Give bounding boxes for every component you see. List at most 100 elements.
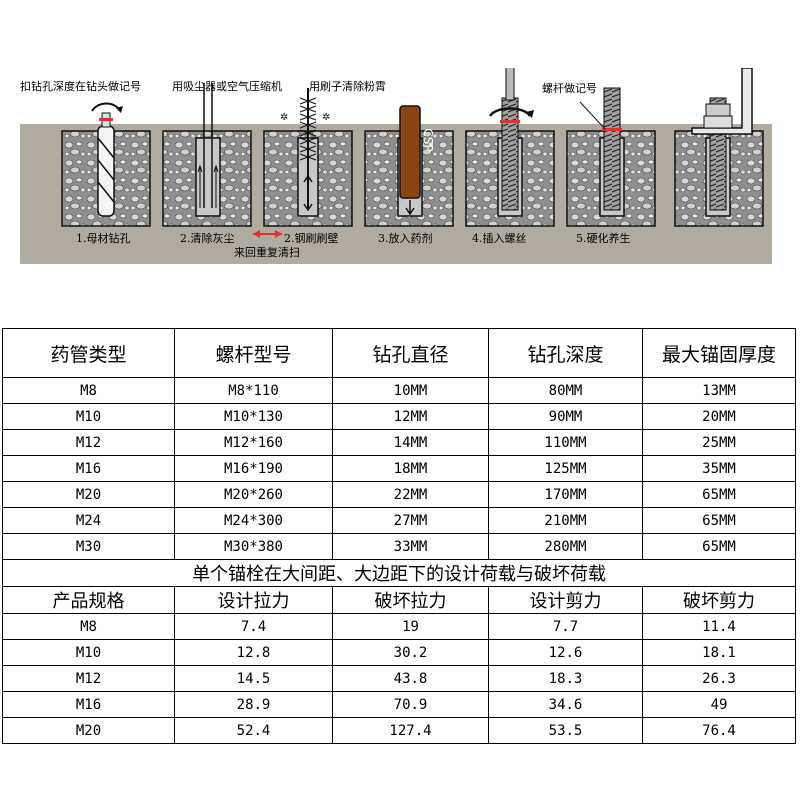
svg-text:✲: ✲ xyxy=(322,112,330,123)
table1-cell: 110MM xyxy=(488,429,643,456)
table1-cell: M24*300 xyxy=(174,507,333,534)
table1-cell: 13MM xyxy=(642,377,796,404)
table1-cell: M16 xyxy=(2,455,175,482)
table2-header-cell: 产品规格 xyxy=(2,586,175,614)
section-title-row: 单个锚栓在大间距、大边距下的设计荷载与破坏荷载 xyxy=(2,559,796,587)
step-3-label: 3.放入药剂 xyxy=(378,232,433,245)
step-2-label: 2.清除灰尘 xyxy=(180,232,235,245)
chemical-capsule-icon: CSP xyxy=(397,105,435,217)
note-blower: 用吸尘器或空气压缩机 xyxy=(172,80,282,93)
table2-cell: 18.1 xyxy=(642,639,796,666)
repeat-note: 来回重复清扫 xyxy=(234,246,300,259)
note-drill-mark: 扣钻孔深度在钻头做记号 xyxy=(20,80,141,93)
table1-cell: M20*260 xyxy=(174,481,333,508)
table1-cell: 18MM xyxy=(332,455,489,482)
table1-cell: M30 xyxy=(2,533,175,560)
table1-cell: 170MM xyxy=(488,481,643,508)
table1-cell: M12*160 xyxy=(174,429,333,456)
table2-cell: 127.4 xyxy=(332,717,489,744)
note-rod-mark: 螺杆做记号 xyxy=(542,82,597,95)
table1-cell: 125MM xyxy=(488,455,643,482)
table1-cell: 25MM xyxy=(642,429,796,456)
table1-header-row: 药管类型 螺杆型号 钻孔直径 钻孔深度 最大锚固厚度 xyxy=(2,328,796,378)
table1-cell: 90MM xyxy=(488,403,643,430)
table2-cell: 26.3 xyxy=(642,665,796,692)
table2-cell: M16 xyxy=(2,691,175,718)
note-brush: 用刷子清除粉霄 xyxy=(309,80,386,93)
table2-cell: M20 xyxy=(2,717,175,744)
table1-cell: 80MM xyxy=(488,377,643,404)
installation-diagram: ✲ ✲ CSP xyxy=(20,42,772,264)
table1-cell: 210MM xyxy=(488,507,643,534)
table1-cell: 14MM xyxy=(332,429,489,456)
table2-cell: 76.4 xyxy=(642,717,796,744)
table2-cell: 18.3 xyxy=(488,665,643,692)
step-4-label: 4.插入螺丝 xyxy=(472,232,527,245)
table1-header-cell: 药管类型 xyxy=(2,328,175,378)
installation-steps-illustration: ✲ ✲ CSP xyxy=(20,42,772,264)
table2-cell: 19 xyxy=(332,613,489,640)
drill-bit-icon xyxy=(91,102,123,217)
table2-cell: 12.6 xyxy=(488,639,643,666)
repeat-arrow-icon xyxy=(253,230,282,238)
table2-cell: 7.7 xyxy=(488,613,643,640)
table1-cell: 65MM xyxy=(642,507,796,534)
table1-cell: M16*190 xyxy=(174,455,333,482)
table1-cell: 280MM xyxy=(488,533,643,560)
table1-cell: M10 xyxy=(2,403,175,430)
table2-cell: 52.4 xyxy=(174,717,333,744)
cured-rod-icon xyxy=(579,87,625,217)
table2-header-cell: 破坏拉力 xyxy=(332,586,489,614)
capsule-label: CSP xyxy=(421,128,435,151)
table1-cell: M30*380 xyxy=(174,533,333,560)
table1-cell: 12MM xyxy=(332,403,489,430)
table1-header-cell: 最大锚固厚度 xyxy=(642,328,796,378)
fixture-plate-icon xyxy=(691,67,753,217)
table2-header-cell: 设计剪力 xyxy=(488,586,643,614)
table1-cell: 20MM xyxy=(642,403,796,430)
table2-cell: 14.5 xyxy=(174,665,333,692)
table2-cell: M10 xyxy=(2,639,175,666)
step-5-label: 5.硬化养生 xyxy=(576,232,631,245)
table2-cell: 28.9 xyxy=(174,691,333,718)
table2-cell: 49 xyxy=(642,691,796,718)
table2-cell: 34.6 xyxy=(488,691,643,718)
section-title: 单个锚栓在大间距、大边距下的设计荷载与破坏荷载 xyxy=(2,559,796,587)
table1-header-cell: 螺杆型号 xyxy=(174,328,333,378)
steel-brush-icon: ✲ ✲ xyxy=(280,88,330,217)
table1-cell: M20 xyxy=(2,481,175,508)
table1-cell: 65MM xyxy=(642,481,796,508)
table2-header-cell: 破坏剪力 xyxy=(642,586,796,614)
table1-cell: M24 xyxy=(2,507,175,534)
table2-header-cell: 设计拉力 xyxy=(174,586,333,614)
table1-cell: M10*130 xyxy=(174,403,333,430)
table2-cell: M8 xyxy=(2,613,175,640)
insert-rod-icon xyxy=(488,42,534,217)
table2-cell: 53.5 xyxy=(488,717,643,744)
table2-cell: 12.8 xyxy=(174,639,333,666)
table1-cell: 33MM xyxy=(332,533,489,560)
table1-cell: 27MM xyxy=(332,507,489,534)
table1-cell: 65MM xyxy=(642,533,796,560)
step-1-label: 1.母材钻孔 xyxy=(76,232,131,245)
table2-cell: M12 xyxy=(2,665,175,692)
table2-header-row: 产品规格设计拉力破坏拉力设计剪力破坏剪力 xyxy=(2,586,796,614)
table1-cell: M8 xyxy=(2,377,175,404)
table2-cell: 7.4 xyxy=(174,613,333,640)
table2-cell: 11.4 xyxy=(642,613,796,640)
table1-cell: 22MM xyxy=(332,481,489,508)
step-2b-label: 2.钢刷刷壁 xyxy=(284,232,339,245)
table1-cell: M8*110 xyxy=(174,377,333,404)
